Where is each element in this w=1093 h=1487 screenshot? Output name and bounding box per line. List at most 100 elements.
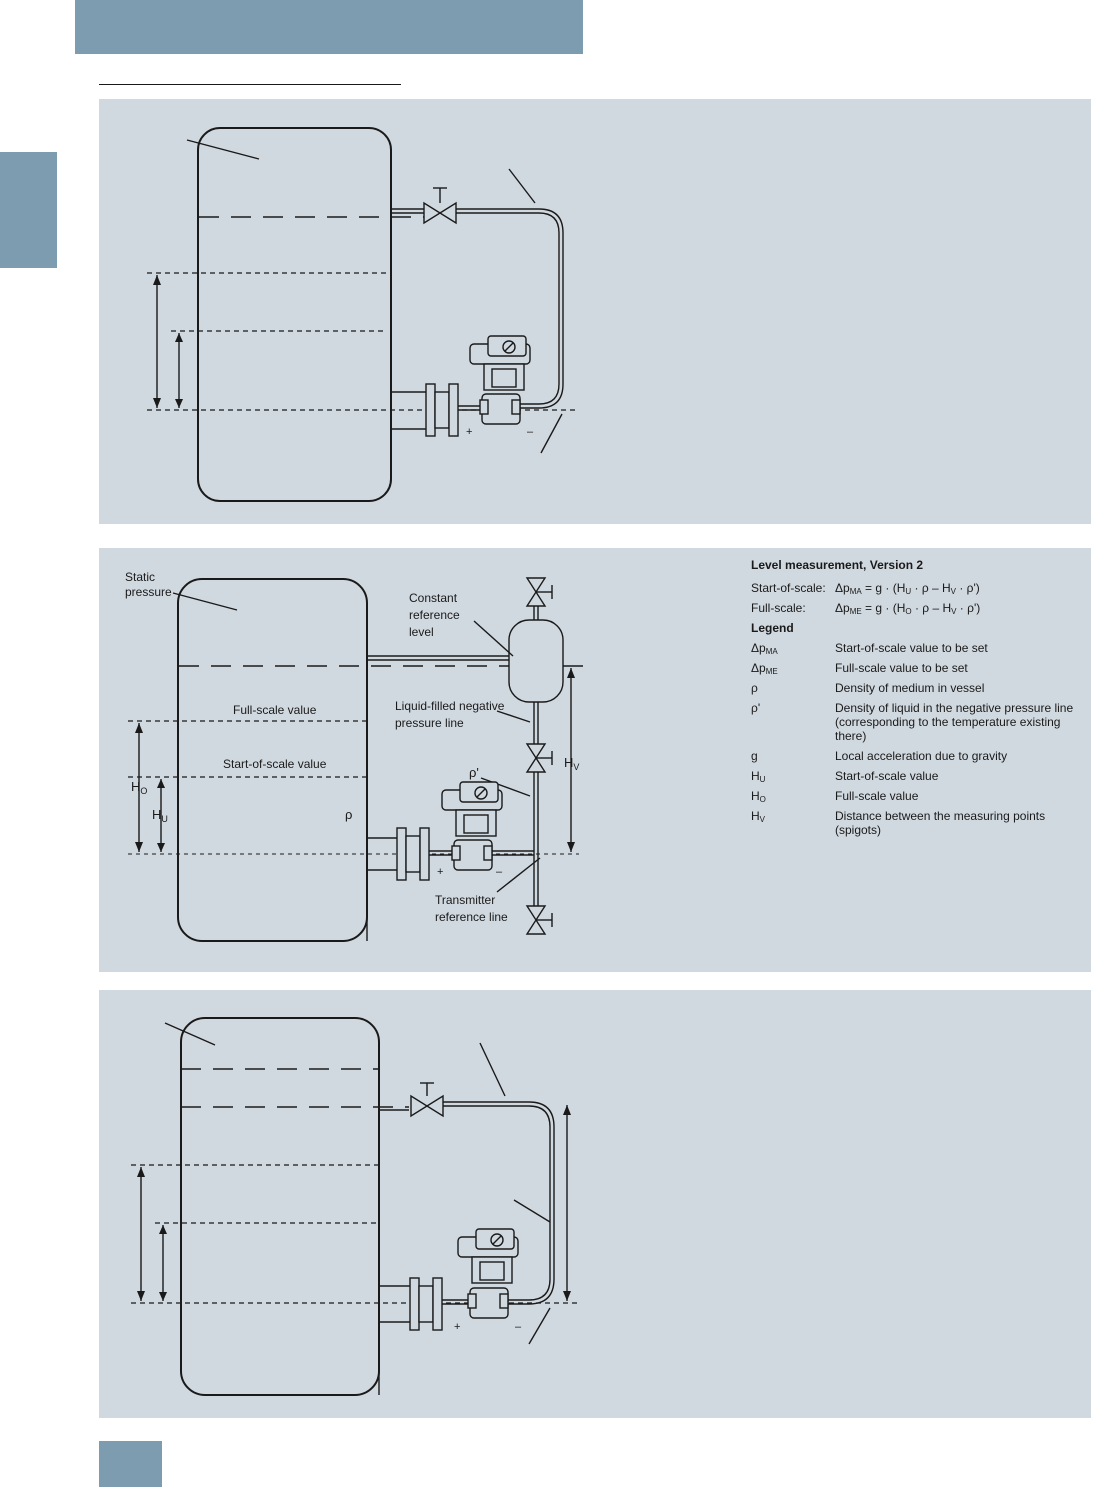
side-tab	[0, 152, 57, 268]
valve-icon	[410, 1094, 444, 1118]
arrow-head	[157, 843, 165, 852]
legend-item: ρ'Density of liquid in the negative pres…	[751, 701, 1074, 743]
flange	[448, 383, 459, 437]
constant-reference-level-label: reference	[409, 608, 460, 622]
formula-label: Full-scale:	[751, 601, 806, 615]
constant-reference-level-label: Constant	[409, 591, 458, 605]
arrow-head	[175, 399, 183, 408]
arrow-head	[159, 1225, 167, 1234]
diagram-panel-1: + –	[99, 99, 1091, 524]
flange	[419, 827, 430, 881]
leader-line	[540, 413, 563, 454]
page-number-box	[99, 1441, 162, 1487]
minus-sign: –	[527, 426, 534, 438]
flange	[432, 1277, 443, 1331]
ho-label: HO	[131, 779, 147, 796]
leader-line	[513, 1199, 551, 1223]
plus-sign: +	[466, 426, 472, 438]
leader-line	[164, 1022, 216, 1046]
arrow-head	[563, 1105, 571, 1115]
level-diagram-3: + –	[131, 1017, 577, 1396]
pipe	[366, 670, 397, 839]
vessel	[180, 1017, 380, 1396]
hu-label: HU	[152, 807, 168, 824]
arrow-head	[563, 1291, 571, 1301]
pipe	[366, 606, 509, 657]
pipe	[366, 869, 397, 941]
arrow-head	[135, 723, 143, 733]
transmitter-icon	[469, 335, 531, 425]
level-diagram-2: Static pressure Full-scale value Start-o…	[125, 570, 587, 942]
pipe	[390, 219, 429, 393]
legend-heading: Legend	[751, 621, 794, 635]
transmitter-reference-line-label: Transmitter	[435, 893, 495, 907]
hv-label: HV	[564, 755, 579, 772]
formula: ΔpMA = g · (HU · ρ – HV · ρ')	[835, 581, 980, 596]
level-diagram-1: + –	[147, 127, 577, 502]
diagram-panel-3: + –	[99, 990, 1091, 1418]
minus-sign: –	[496, 866, 503, 878]
constant-reference-level-label: level	[409, 625, 434, 639]
arrow-head	[153, 398, 161, 408]
arrow-head	[175, 333, 183, 342]
minus-sign: –	[515, 1321, 522, 1333]
liquid-filled-line-label: pressure line	[395, 716, 464, 730]
leader-line	[496, 857, 541, 893]
pipe	[378, 1100, 409, 1111]
arrow-head	[137, 1167, 145, 1177]
arrow-head	[157, 779, 165, 788]
leader-line	[186, 139, 260, 160]
rho-prime-label: ρ'	[469, 765, 479, 780]
impulse-line	[443, 1101, 555, 1305]
impulse-line	[443, 1105, 551, 1301]
rho-label: ρ	[345, 807, 352, 822]
arrow-head	[567, 668, 575, 678]
pipe	[378, 1115, 411, 1287]
arrow-head	[153, 275, 161, 285]
vessel	[197, 127, 392, 502]
legend: Level measurement, Version 2 Start-of-sc…	[751, 558, 1087, 843]
legend-title: Level measurement, Version 2	[751, 558, 924, 572]
flange	[418, 1285, 434, 1323]
leader-line	[479, 1042, 506, 1097]
impulse-line	[456, 212, 560, 405]
leader-line	[528, 1307, 551, 1345]
formula: ΔpME = g · (HO · ρ – HV · ρ')	[835, 601, 981, 616]
plus-sign: +	[454, 1321, 460, 1333]
flange	[396, 827, 407, 881]
valve-icon	[423, 201, 457, 225]
header-rule	[99, 84, 401, 85]
arrow-head	[567, 842, 575, 852]
leader-line	[172, 592, 238, 611]
arrow-head	[137, 1291, 145, 1301]
start-of-scale-value-label: Start-of-scale value	[223, 757, 327, 771]
full-scale-value-label: Full-scale value	[233, 703, 317, 717]
arrow-head	[135, 842, 143, 852]
header-bar	[75, 0, 583, 54]
full-scale-formula: Full-scale: ΔpME = g · (HO · ρ – HV · ρ'…	[751, 601, 1087, 616]
diagram-panel-2: Static pressure Full-scale value Start-o…	[99, 548, 1091, 972]
transmitter-icon	[441, 781, 503, 871]
flange	[425, 383, 436, 437]
static-pressure-label: Static	[125, 570, 155, 584]
formula-label: Start-of-scale:	[751, 581, 826, 595]
flange	[405, 835, 421, 873]
start-of-scale-formula: Start-of-scale: ΔpMA = g · (HU · ρ – HV …	[751, 581, 1087, 596]
flange	[409, 1277, 420, 1331]
plus-sign: +	[437, 866, 443, 878]
leader-line	[508, 168, 536, 204]
transmitter-icon	[457, 1228, 519, 1319]
static-pressure-label: pressure	[125, 585, 172, 599]
transmitter-reference-line-label: reference line	[435, 910, 508, 924]
impulse-line	[456, 208, 564, 409]
condensate-pot	[508, 619, 564, 703]
flange	[434, 391, 450, 429]
leader-line	[480, 777, 531, 797]
